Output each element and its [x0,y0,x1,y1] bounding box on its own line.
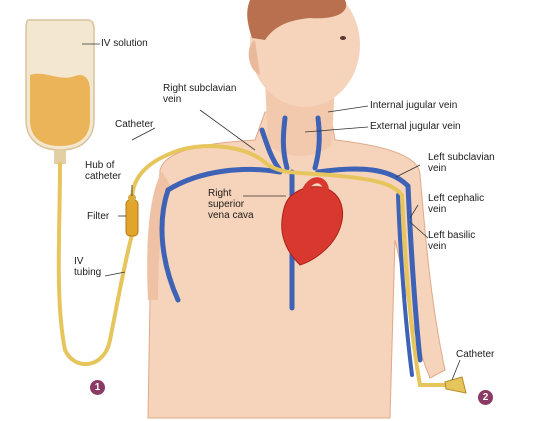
label-right-subclavian-vein: Right subclavian vein [163,83,236,105]
iv-fluid [30,74,90,146]
label-hub-of-catheter: Hub of catheter [85,160,121,182]
iv-bag-port [54,150,66,164]
label-external-jugular-vein: External jugular vein [370,121,461,132]
label-left-cephalic-vein: Left cephalic vein [428,193,484,215]
label-iv-solution: IV solution [101,38,148,49]
label-catheter-lower: Catheter [456,349,494,360]
lower-catheter-shape [445,377,466,393]
label-catheter-upper: Catheter [115,119,153,130]
eye [340,36,346,40]
filter-shape [126,200,138,236]
marker-2: 2 [478,390,493,405]
label-left-basilic-vein: Left basilic vein [428,230,475,252]
label-right-superior-vena-cava: Right superior vena cava [208,188,254,221]
label-iv-tubing: IV tubing [74,256,101,278]
label-left-subclavian-vein: Left subclavian vein [428,152,495,174]
label-internal-jugular-vein: Internal jugular vein [370,100,457,111]
label-filter: Filter [87,211,109,222]
marker-1: 1 [90,380,105,395]
